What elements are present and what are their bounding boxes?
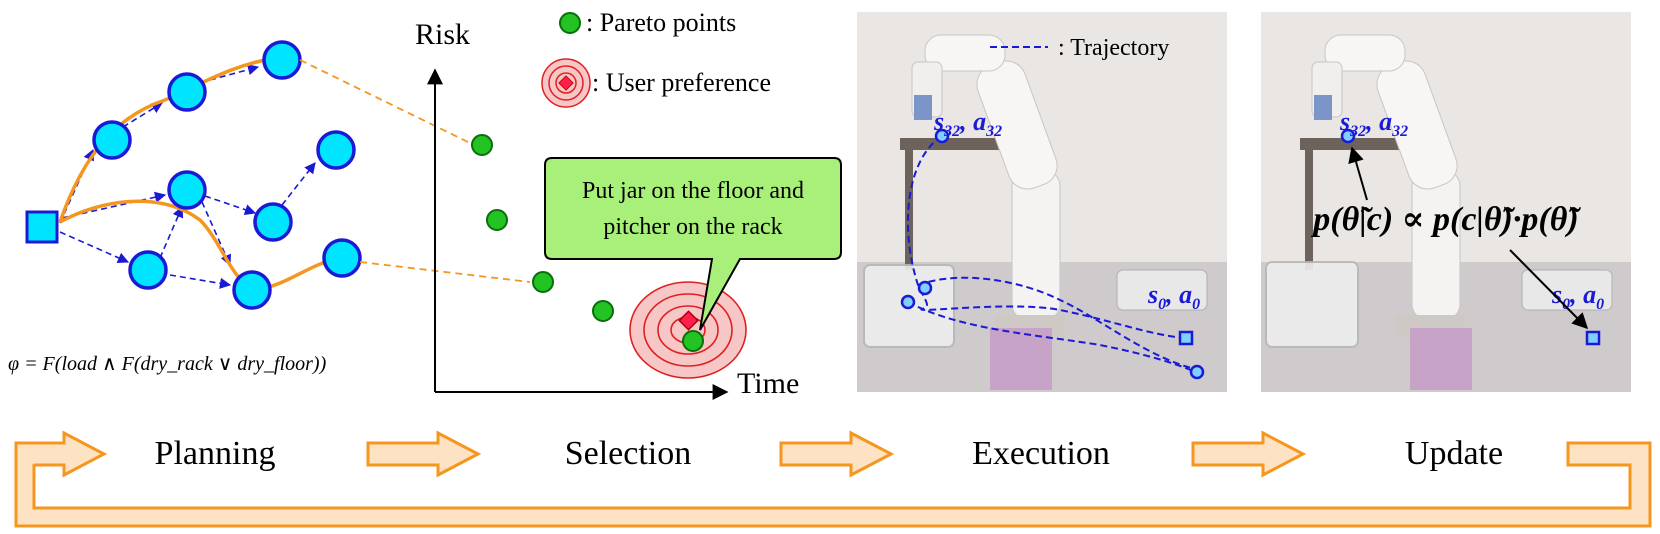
towel (990, 328, 1052, 390)
preference-callout: Put jar on the floor and pitcher on the … (544, 157, 842, 331)
trajectory-path (917, 276, 1201, 371)
pref-ring (657, 305, 719, 355)
edge (61, 191, 167, 219)
robot-forearm (1324, 34, 1406, 72)
edge (201, 201, 232, 267)
graph-node (167, 72, 207, 112)
pareto-point (592, 300, 614, 322)
plan-graph-edges (59, 64, 316, 289)
pref-ring (548, 65, 584, 101)
stage-label-selection: Selection (565, 435, 692, 472)
stage-label-planning: Planning (155, 435, 276, 472)
plastic-bin (1265, 261, 1359, 348)
update-panel: s32, a32 s0, a0 p(θ̃|c) ∝ p(c|θ̃)·p(θ̃) (1261, 12, 1631, 392)
start-state-label: s0, a0 (1551, 280, 1604, 313)
held-jar (1314, 95, 1332, 120)
graph-node (128, 250, 168, 290)
towel (1410, 328, 1472, 390)
start-state-marker (1585, 330, 1601, 346)
selection-panel: Risk Time : Pareto points : User prefere… (415, 8, 842, 400)
stage-arrow (1191, 430, 1307, 478)
graph-node (253, 202, 293, 242)
preference-diamond (678, 310, 699, 331)
callout-line-2: pitcher on the rack (603, 214, 782, 240)
graph-node (316, 130, 356, 170)
dish-rack (1116, 269, 1208, 311)
pareto-point (532, 271, 554, 293)
waypoint-marker (917, 280, 933, 296)
held-jar (914, 95, 932, 120)
pref-ring (555, 72, 577, 94)
graph-node (167, 170, 207, 210)
edge (169, 274, 232, 289)
pareto-point (486, 209, 508, 231)
ltl-formula: φ = F(load ∧ F(dry_rack ∨ dry_floor)) (8, 353, 327, 375)
stage-label-update: Update (1405, 435, 1503, 472)
loop-entry-arrow (16, 430, 108, 478)
edge (59, 231, 130, 264)
pareto-points (471, 134, 614, 322)
edge (159, 205, 184, 259)
pref-diamond (558, 75, 574, 91)
robot-arm (911, 34, 1065, 337)
callout-bubble (544, 157, 842, 331)
photo-table-leg (1305, 150, 1313, 270)
legend-pareto-text: : Pareto points (586, 8, 736, 37)
legend-preference-text: : User preference (592, 68, 771, 97)
stage-arrows (366, 430, 1307, 478)
graph-node (92, 120, 132, 160)
orange-path-top (58, 55, 281, 223)
stage-arrow (779, 430, 895, 478)
start-state-label: s0, a0 (1147, 280, 1200, 313)
goal-state-marker (934, 128, 950, 144)
legend-trajectory-text: : Trajectory (1058, 35, 1169, 61)
stage-arrow (366, 430, 482, 478)
robot-base-link (1411, 169, 1461, 321)
trajectory-path (907, 301, 1196, 373)
graph-node (262, 40, 302, 80)
planning-panel: φ = F(load ∧ F(dry_rack ∨ dry_floor)) (8, 40, 531, 375)
edge (281, 162, 316, 206)
robot-forearm (924, 34, 1006, 72)
legend-preference-marker (541, 58, 591, 108)
waypoint-marker (900, 294, 916, 310)
dish-rack (1521, 269, 1613, 311)
callout-line-1: Put jar on the floor and (582, 178, 804, 204)
goal-state-marker (1340, 128, 1356, 144)
orange-path-bottom (59, 199, 339, 291)
x-axis-label: Time (737, 367, 799, 400)
graph-node (232, 270, 272, 310)
y-axis-label: Risk (415, 18, 470, 51)
start-node (25, 210, 59, 244)
arrow-to-goal (1348, 146, 1368, 201)
pref-ring (643, 293, 733, 367)
execution-panel: : Trajectory s32, a32 s0, a0 (857, 12, 1227, 392)
pipeline-loop: Planning Selection Execution Update (14, 430, 1652, 528)
link-bottom-path (359, 261, 531, 283)
edge (122, 102, 163, 128)
photo-table-leg (905, 150, 913, 270)
edge (204, 195, 257, 216)
arrow-to-start (1509, 249, 1589, 330)
selected-pareto-point (682, 330, 704, 352)
plan-graph-nodes (92, 40, 362, 310)
start-state-marker (1178, 330, 1194, 346)
bayesian-update-equation: p(θ̃|c) ∝ p(c|θ̃)·p(θ̃) (1310, 201, 1581, 238)
pareto-point (471, 134, 493, 156)
graph-node (322, 238, 362, 278)
legend-pareto-marker (559, 12, 581, 34)
waypoint-marker (1189, 364, 1205, 380)
edge (209, 64, 260, 81)
stage-label-execution: Execution (972, 435, 1110, 472)
link-top-path (299, 59, 471, 144)
